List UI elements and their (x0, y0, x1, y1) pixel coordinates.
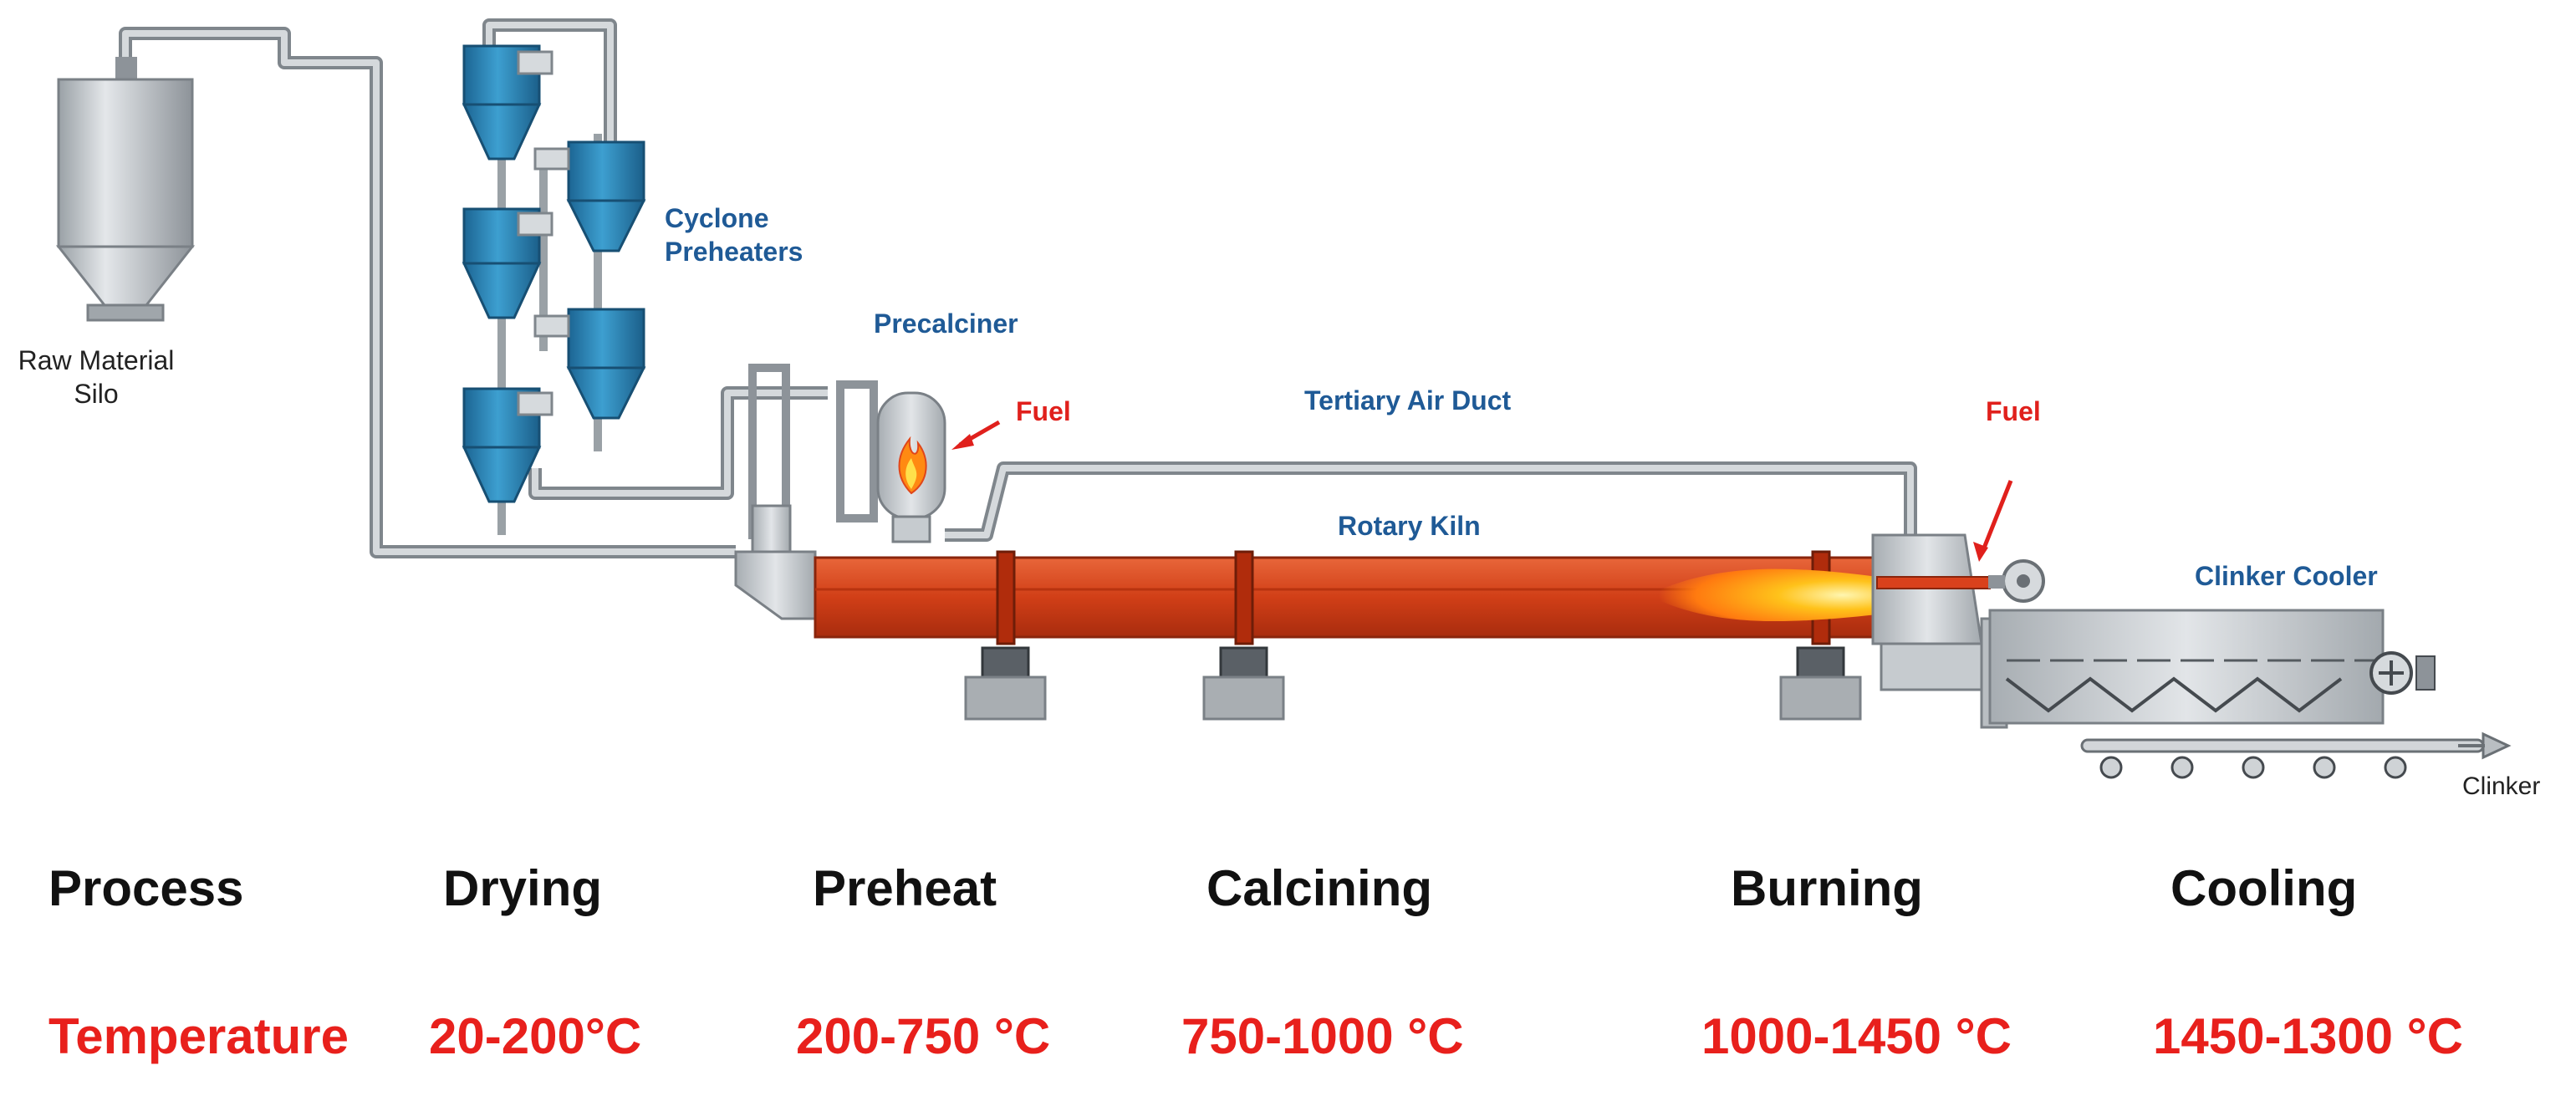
label-clinker-cooler: Clinker Cooler (2195, 561, 2378, 591)
label-fuel-precalciner: Fuel (1016, 396, 1071, 426)
label-cyclone-preheaters-line1: Cyclone (665, 203, 768, 233)
label-precalciner: Precalciner (874, 308, 1018, 339)
stage-calcining: Calcining (1206, 860, 1433, 916)
temp-calcining: 750-1000 °C (1181, 1008, 1464, 1064)
cyclone-preheaters (462, 44, 646, 535)
label-raw-material-silo-line1: Raw Material (18, 345, 175, 375)
temperature-header: Temperature (48, 1008, 349, 1064)
ducting (119, 18, 1917, 558)
temp-drying: 20-200°C (429, 1008, 642, 1064)
kiln-fuel-arrow (1973, 480, 2013, 562)
temp-cooling: 1450-1300 °C (2153, 1008, 2463, 1064)
label-rotary-kiln: Rotary Kiln (1338, 511, 1481, 541)
rotary-kiln (814, 550, 1879, 721)
precalciner-fuel-arrow (951, 420, 1001, 450)
label-fuel-kiln: Fuel (1986, 396, 2041, 426)
kiln-inlet (734, 504, 817, 620)
stage-preheat: Preheat (813, 860, 997, 916)
label-raw-material-silo-line2: Silo (74, 379, 118, 409)
temp-preheat: 200-750 °C (796, 1008, 1051, 1064)
precalciner (748, 364, 946, 543)
label-cyclone-preheaters-line2: Preheaters (665, 237, 803, 267)
stage-cooling: Cooling (2170, 860, 2358, 916)
stage-drying: Drying (443, 860, 603, 916)
clinker-cooler (1980, 609, 2436, 729)
process-header: Process (48, 860, 244, 916)
stage-burning: Burning (1731, 860, 1923, 916)
temp-burning: 1000-1450 °C (1701, 1008, 2012, 1064)
raw-material-silo (55, 57, 196, 322)
label-tertiary-air-duct: Tertiary Air Duct (1304, 385, 1512, 415)
clinker-conveyor (2080, 732, 2512, 779)
kiln-hood (1871, 533, 2045, 691)
label-clinker: Clinker (2462, 772, 2540, 800)
